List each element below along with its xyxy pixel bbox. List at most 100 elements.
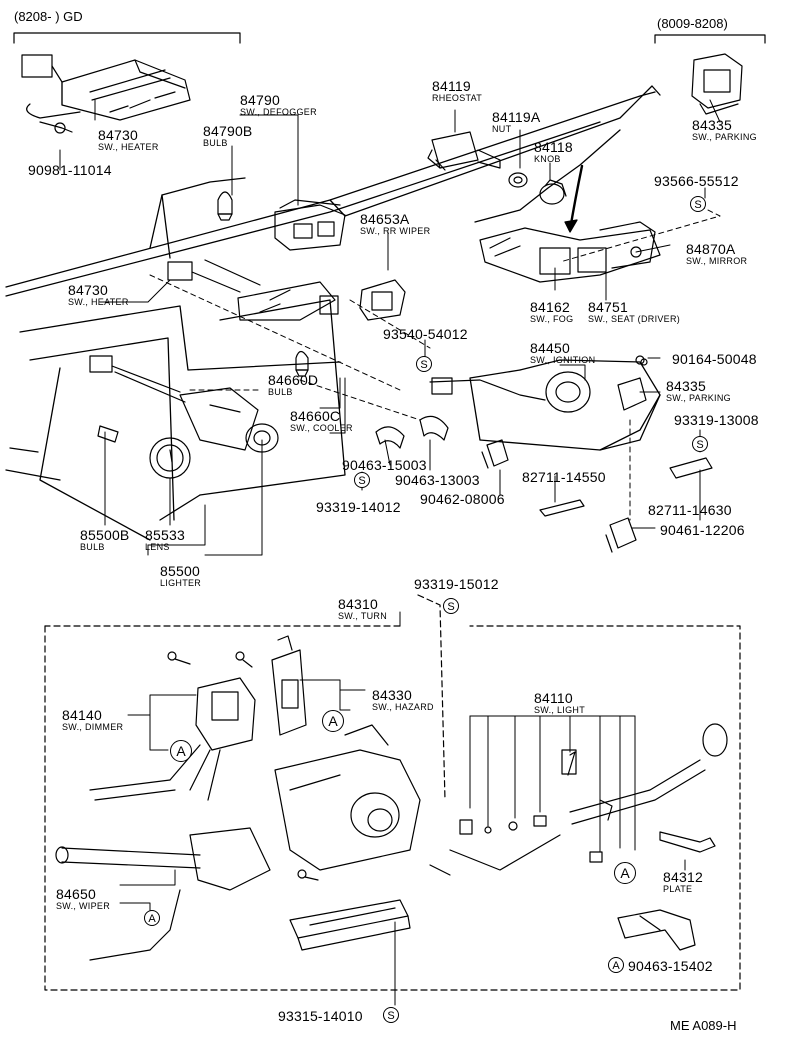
part-name: SW., PARKING: [692, 132, 757, 142]
bracket-82711b-illustration: [669, 457, 713, 479]
part-number: 85500: [160, 563, 200, 579]
part-number: 84312: [663, 869, 703, 885]
part-name: SW., TURN: [338, 611, 388, 621]
part-label-93315-14010: 93315-14010: [278, 1009, 363, 1023]
part-label-93540-54012: 93540-54012: [383, 327, 468, 341]
part-name: RHEOSTAT: [432, 93, 483, 103]
part-number: 84335: [692, 117, 732, 133]
part-number: 84310: [338, 596, 378, 612]
part-label-90461-12206: 90461-12206: [660, 523, 745, 537]
part-label-90463-15402: 90463-15402: [628, 959, 713, 973]
part-label-84162-fog: 84162 SW., FOG: [530, 300, 573, 324]
s-symbol-93315: S: [383, 1007, 399, 1023]
part-label-90981-11014: 90981-11014: [28, 163, 112, 177]
part-number: 93315-14010: [278, 1008, 363, 1024]
wiper-switch-illustration: [55, 827, 271, 961]
part-number: 90463-15003: [342, 457, 427, 473]
part-label-85500-lighter: 85500 LIGHTER: [160, 564, 201, 588]
part-name: SW., HAZARD: [372, 702, 434, 712]
part-name: SW., LIGHT: [534, 705, 586, 715]
part-label-84660d-bulb: 84660D BULB: [268, 373, 318, 397]
s-symbol-93540: S: [416, 356, 432, 372]
part-label-84730-heater-top: 84730 SW., HEATER: [98, 128, 159, 152]
a-symbol-90463-15402: A: [608, 957, 624, 973]
part-number: 84790B: [203, 123, 253, 139]
part-name: BULB: [80, 542, 105, 552]
part-number: 84162: [530, 299, 570, 315]
part-number: 84335: [666, 378, 706, 394]
part-label-84870a-mirror: 84870A SW., MIRROR: [686, 242, 747, 266]
range-label-left: (8208- ) GD: [14, 9, 83, 24]
part-number: 84110: [534, 690, 573, 706]
part-label-84110-light: 84110 SW., LIGHT: [534, 691, 585, 715]
part-number: 84119: [432, 78, 471, 94]
part-label-84330-hazard: 84330 SW., HAZARD: [372, 688, 434, 712]
part-label-84751-seat-driver: 84751 SW., SEAT (DRIVER): [588, 300, 680, 324]
part-number: 90164-50048: [672, 351, 757, 367]
part-number: 84330: [372, 687, 412, 703]
knob-84118-illustration: [539, 179, 567, 205]
part-name: SW., FOG: [530, 314, 574, 324]
part-number: 82711-14550: [522, 469, 606, 485]
part-number: 90463-13003: [395, 472, 480, 488]
clamp-90463b-illustration: [419, 415, 449, 441]
screw-illustrations: [167, 358, 648, 881]
part-number: 84140: [62, 707, 102, 723]
a-symbol-wiper: A: [144, 910, 160, 926]
part-number: 84450: [530, 340, 570, 356]
turn-switch-assembly-box: [44, 594, 741, 991]
connector-93315-illustration: [289, 899, 411, 951]
part-label-84140-dimmer: 84140 SW., DIMMER: [62, 708, 123, 732]
part-number: 84653A: [360, 211, 410, 227]
bracket-82711a-illustration: [539, 499, 585, 517]
bulb-84790b-illustration: [217, 191, 233, 221]
part-number: 84730: [98, 127, 138, 143]
part-number: 84118: [534, 139, 573, 155]
part-number: 90461-12206: [660, 522, 745, 538]
lighter-lens-illustration: [149, 437, 191, 479]
s-symbol-93319-14012: S: [354, 472, 370, 488]
part-number: 84660D: [268, 372, 319, 388]
part-number: 85500B: [80, 527, 130, 543]
part-label-85500b-bulb: 85500B BULB: [80, 528, 129, 552]
heater-switch-lower-illustration: [167, 259, 339, 321]
mirror-fog-seat-harness-illustration: [479, 221, 661, 283]
s-symbol-93566: S: [690, 196, 706, 212]
part-name: SW., HEATER: [68, 297, 129, 307]
dimmer-switch-illustration: [89, 677, 256, 801]
part-name: LIGHTER: [160, 578, 202, 588]
part-label-84450-ignition: 84450 SW., IGNITION: [530, 341, 595, 365]
part-name: SW., IGNITION: [530, 355, 596, 365]
part-label-84310-turn: 84310 SW., TURN: [338, 597, 387, 621]
part-number: 93319-15012: [414, 576, 499, 592]
part-number: 90463-15402: [628, 958, 713, 974]
range-bracket-left: [13, 32, 241, 44]
leader-lines-upper: [59, 99, 721, 556]
part-label-93319-15012: 93319-15012: [414, 577, 499, 591]
ignition-switch-illustration: [429, 355, 647, 413]
part-number: 82711-14630: [648, 502, 732, 518]
part-label-84660c-cooler: 84660C SW., COOLER: [290, 409, 353, 433]
part-name: NUT: [492, 124, 512, 134]
part-number: 90981-11014: [28, 162, 112, 178]
part-label-82711-14550: 82711-14550: [522, 470, 606, 484]
part-name: LENS: [145, 542, 170, 552]
part-name: SW., HEATER: [98, 142, 159, 152]
part-number: 84650: [56, 886, 96, 902]
range-label-right: (8009-8208): [657, 16, 728, 31]
part-label-84312-plate: 84312 PLATE: [663, 870, 703, 894]
part-name: SW., RR WIPER: [360, 226, 431, 236]
hazard-switch-illustration: [271, 635, 307, 736]
part-name: SW., WIPER: [56, 901, 111, 911]
part-name: SW., MIRROR: [686, 256, 748, 266]
part-number: 84870A: [686, 241, 736, 257]
dashboard-outline: [5, 85, 661, 541]
part-number: 84660C: [290, 408, 341, 424]
part-label-84730-heater-lower: 84730 SW., HEATER: [68, 283, 129, 307]
part-label-84653a-rr-wiper: 84653A SW., RR WIPER: [360, 212, 430, 236]
part-label-84790b-bulb: 84790B BULB: [203, 124, 252, 148]
dashed-lines-upper: [149, 205, 721, 521]
lighter-assembly-illustration: [89, 355, 279, 453]
part-name: SW., DEFOGGER: [240, 107, 317, 117]
